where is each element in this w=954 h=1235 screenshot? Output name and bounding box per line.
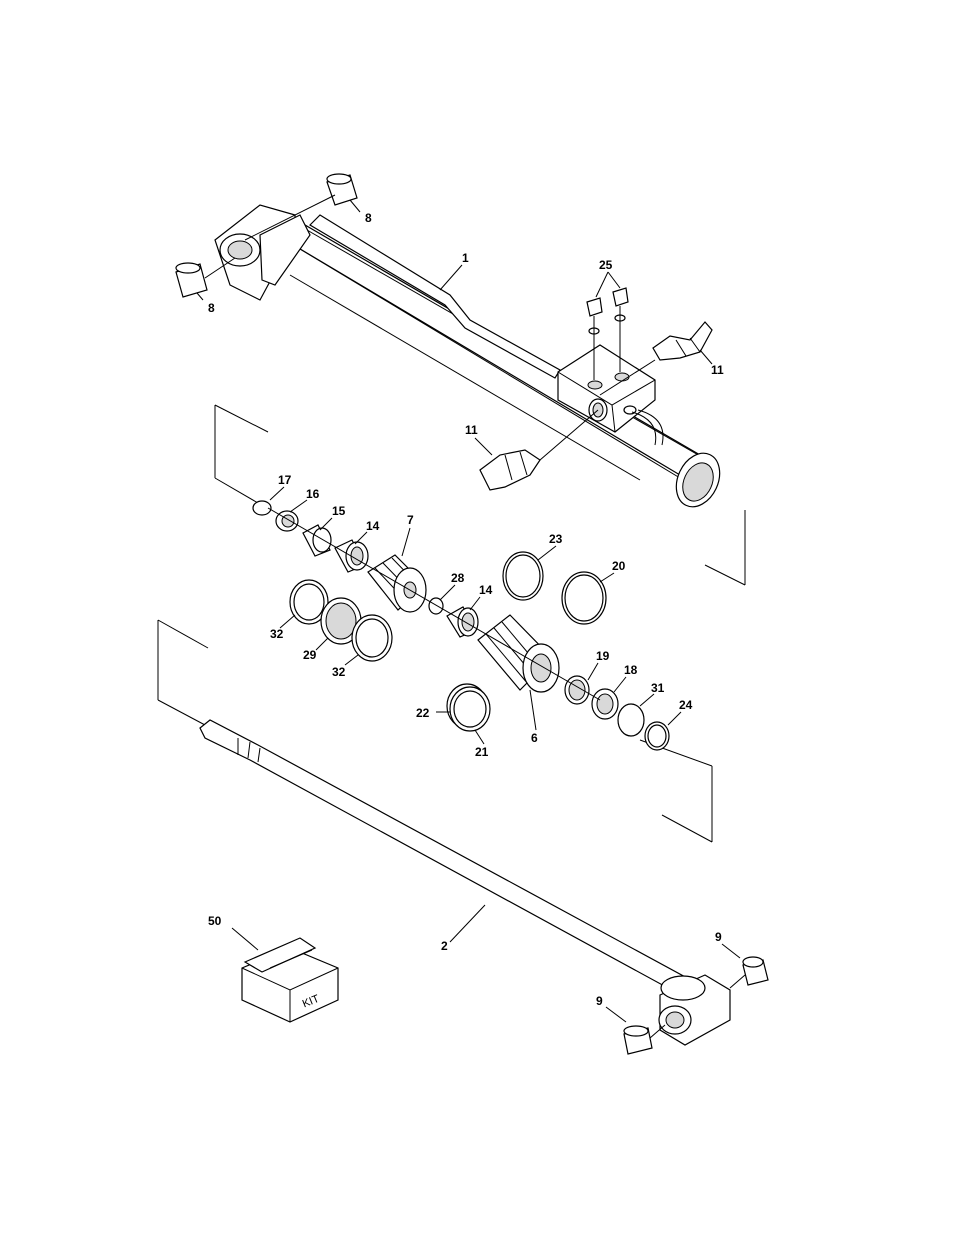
callout-32-right: 32 — [332, 665, 346, 679]
seal-32-left — [289, 579, 329, 625]
wiper-19 — [564, 675, 590, 705]
callout-15: 15 — [332, 504, 346, 518]
callout-23: 23 — [549, 532, 563, 546]
bushing-8-bottom — [175, 262, 208, 298]
callout-14-left: 14 — [366, 519, 380, 533]
callout-labels: 1 2 6 7 8 8 9 9 11 11 14 14 15 16 17 18 … — [208, 211, 724, 1008]
callout-7: 7 — [407, 513, 414, 527]
callout-9-lower: 9 — [596, 994, 603, 1008]
ring-17 — [252, 500, 272, 516]
callout-20: 20 — [612, 559, 626, 573]
callout-11-upper: 11 — [711, 363, 724, 377]
ring-24 — [644, 721, 670, 751]
callout-19: 19 — [596, 649, 610, 663]
piston-7 — [367, 554, 427, 613]
callout-2: 2 — [441, 939, 448, 953]
callout-24: 24 — [679, 698, 693, 712]
callout-22: 22 — [416, 706, 430, 720]
valve-11-upper — [599, 321, 713, 396]
seal-29 — [320, 597, 362, 645]
callout-21: 21 — [475, 745, 489, 759]
ring-28 — [428, 597, 444, 615]
callout-14-right: 14 — [479, 583, 493, 597]
callout-16: 16 — [306, 487, 320, 501]
o-ring-23 — [502, 551, 544, 601]
bearing-14-left — [334, 539, 369, 573]
callout-32-left: 32 — [270, 627, 284, 641]
o-ring-20 — [561, 571, 607, 625]
callout-8-top: 8 — [365, 211, 372, 225]
callout-1: 1 — [462, 251, 469, 265]
valve-11-lower — [479, 409, 599, 491]
leader-rod-eye-upper — [729, 974, 746, 989]
frame-lines — [157, 404, 746, 843]
kit-box: KIT — [241, 937, 339, 1023]
callout-18: 18 — [624, 663, 638, 677]
ring-22-21 — [446, 683, 491, 732]
callout-17: 17 — [278, 473, 292, 487]
callout-29: 29 — [303, 648, 317, 662]
leader-bushing-bottom — [204, 257, 236, 279]
callout-25: 25 — [599, 258, 613, 272]
bushing-8-top — [326, 173, 358, 206]
leader-rod-eye-lower — [649, 1024, 666, 1039]
bearing-14-right — [446, 606, 479, 638]
seal-32-right — [351, 614, 393, 662]
callout-11-lower: 11 — [465, 423, 478, 437]
bushing-9-upper — [742, 956, 769, 986]
leader-bushing-top — [244, 194, 336, 241]
assembly-axis — [267, 507, 601, 701]
bushing-9-lower — [623, 1025, 653, 1055]
seal-18 — [591, 688, 619, 720]
callout-8-bottom: 8 — [208, 301, 215, 315]
fitting-25-right — [612, 287, 629, 372]
ring-31 — [617, 703, 645, 737]
callout-50: 50 — [208, 914, 222, 928]
callout-31: 31 — [651, 681, 665, 695]
cylinder-barrel — [214, 204, 721, 508]
fitting-25-left — [586, 297, 603, 380]
callout-6: 6 — [531, 731, 538, 745]
callout-28: 28 — [451, 571, 465, 585]
gland-6 — [477, 614, 560, 693]
callout-9-upper: 9 — [715, 930, 722, 944]
cylinder-rod — [199, 719, 731, 1046]
spacer-15 — [302, 524, 332, 557]
leader-lines — [196, 199, 741, 1023]
